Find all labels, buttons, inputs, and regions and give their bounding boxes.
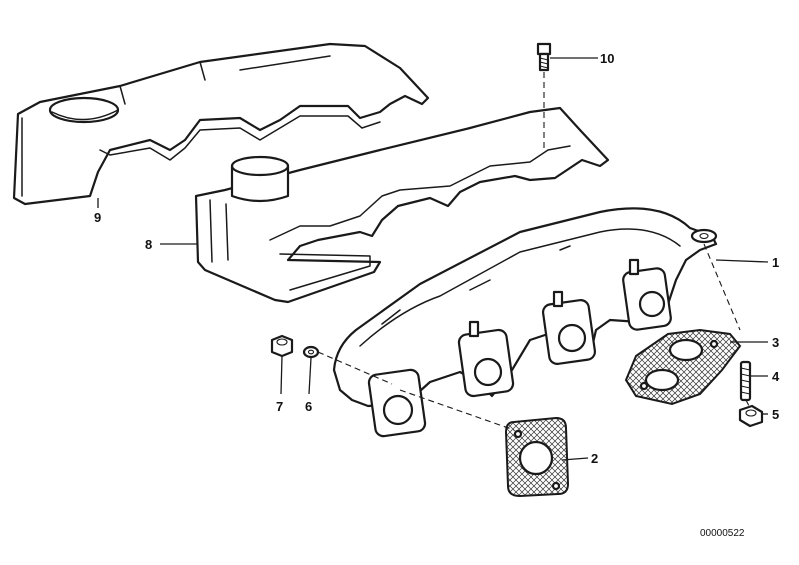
callout-2: 2 bbox=[591, 451, 598, 466]
callout-9: 9 bbox=[94, 210, 101, 225]
bolt bbox=[536, 42, 552, 72]
heat-shield-front bbox=[194, 106, 610, 304]
callout-10: 10 bbox=[600, 51, 614, 66]
assembly-lines bbox=[317, 72, 751, 431]
heat-shield-rear bbox=[12, 42, 430, 206]
gasket-single-port bbox=[504, 416, 570, 498]
callout-3: 3 bbox=[772, 335, 779, 350]
nut-left bbox=[270, 334, 294, 358]
callout-1: 1 bbox=[772, 255, 779, 270]
gasket-double-port bbox=[624, 328, 742, 406]
callout-8: 8 bbox=[145, 237, 152, 252]
exhaust-manifold bbox=[332, 207, 718, 438]
callout-7: 7 bbox=[276, 399, 283, 414]
diagram-reference-number: 00000522 bbox=[700, 528, 745, 539]
callout-6: 6 bbox=[305, 399, 312, 414]
leader-lines bbox=[97, 57, 769, 461]
stud bbox=[739, 360, 752, 402]
callout-5: 5 bbox=[772, 407, 779, 422]
nut-right bbox=[738, 404, 764, 428]
callout-4: 4 bbox=[772, 369, 780, 384]
washer bbox=[302, 345, 320, 359]
